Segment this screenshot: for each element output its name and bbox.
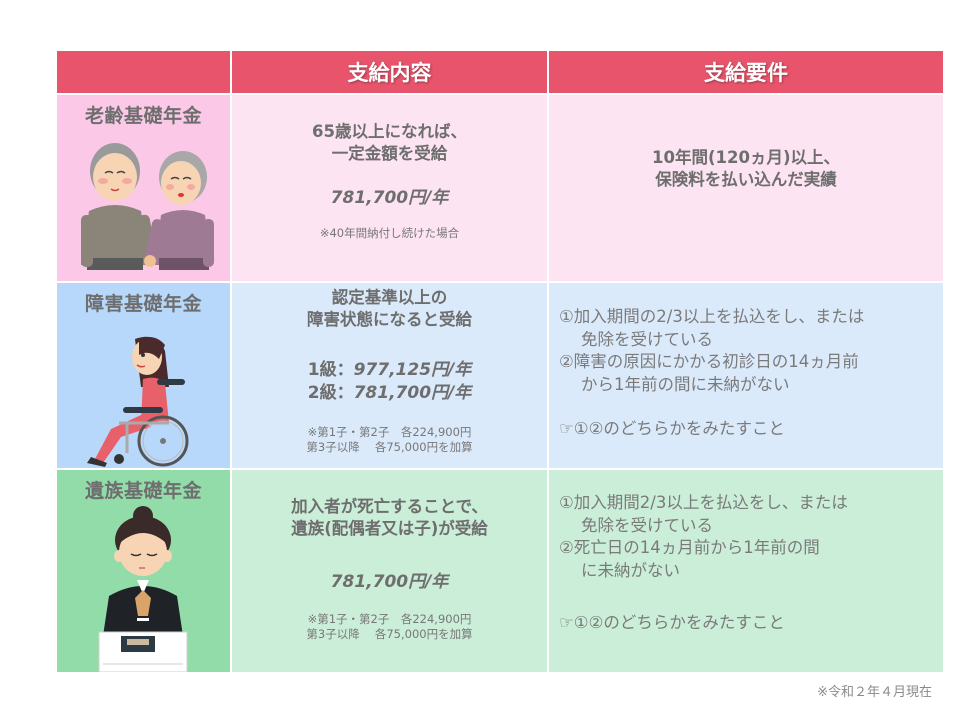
requirement-pointer-note: ☞①②のどちらかをみたすこと: [559, 613, 785, 632]
row-disability-content-cell: 認定基準以上の 障害状態になると受給 1級：977,125円/年 2級：781,…: [232, 283, 547, 468]
content-line: 障害状態になると受給: [307, 310, 472, 329]
row-old-age-content-cell: 65歳以上になれば、 一定金額を受給 781,700円/年 ※40年間納付し続け…: [232, 95, 547, 281]
row-survivors-label-cell: 遺族基礎年金: [57, 470, 230, 672]
elderly-couple-icon: [81, 143, 214, 270]
grade1-amount-row: 1級：977,125円/年: [232, 359, 547, 382]
row-survivors-requirement-cell: ①加入期間2/3以上を払込をし、または 免除を受けている ②死亡日の14ヵ月前か…: [549, 470, 943, 672]
header-empty-cell: [57, 51, 230, 93]
row-label: 障害基礎年金: [84, 293, 202, 315]
grade-label: 2級：: [307, 383, 354, 403]
mourning-woman-icon: [98, 506, 188, 672]
row-disability-requirement-cell: ①加入期間の2/3以上を払込をし、または 免除を受けている ②障害の原因にかかる…: [549, 283, 943, 468]
requirement-item: ①加入期間2/3以上を払込をし、または: [559, 493, 848, 512]
content-note: ※40年間納付し続けた場合: [319, 226, 460, 240]
requirement-item-continued: 免除を受けている: [581, 515, 713, 535]
grade-label: 1級：: [307, 360, 354, 380]
header-benefit-content: 支給内容: [232, 51, 547, 93]
content-note: 第3子以降 各75,000円を加算: [306, 627, 473, 641]
content-line: 加入者が死亡することで、: [291, 497, 488, 516]
requirement-item-continued: に未納がない: [581, 560, 680, 580]
content-note: ※第1子・第2子 各224,900円: [307, 612, 472, 626]
grade2-amount-row: 2級：781,700円/年: [232, 382, 547, 405]
grade-amount: 781,700円/年: [353, 383, 472, 403]
row-label: 老齢基礎年金: [84, 105, 202, 127]
requirement-line: 10年間(120ヵ月)以上、: [652, 148, 840, 167]
content-line: 認定基準以上の: [331, 288, 448, 307]
content-note: ※第1子・第2子 各224,900円: [307, 425, 472, 439]
row-old-age-requirement-cell: 10年間(120ヵ月)以上、 保険料を払い込んだ実績: [549, 95, 943, 281]
benefit-amount: 781,700円/年: [330, 188, 449, 208]
row-old-age-label-cell: 老齢基礎年金: [57, 95, 230, 281]
requirement-item: ①加入期間の2/3以上を払込をし、または: [559, 307, 865, 326]
content-note: 第3子以降 各75,000円を加算: [306, 440, 473, 454]
grade-amount: 977,125円/年: [353, 360, 472, 380]
benefit-amount: 781,700円/年: [330, 572, 449, 592]
requirement-item-continued: 免除を受けている: [581, 329, 713, 349]
content-line: 65歳以上になれば、: [312, 122, 467, 141]
content-line: 一定金額を受給: [331, 144, 448, 163]
requirement-item: ②障害の原因にかかる初診日の14ヵ月前: [559, 352, 859, 371]
row-disability-label-cell: 障害基礎年金: [57, 283, 230, 468]
requirement-line: 保険料を払い込んだ実績: [655, 170, 837, 189]
row-survivors-content-cell: 加入者が死亡することで、 遺族(配偶者又は子)が受給 781,700円/年 ※第…: [232, 470, 547, 672]
as-of-date-footnote: ※令和２年４月現在: [817, 685, 932, 700]
row-label: 遺族基礎年金: [84, 480, 202, 502]
requirement-item-continued: から1年前の間に未納がない: [581, 374, 790, 394]
requirement-pointer-note: ☞①②のどちらかをみたすこと: [559, 419, 785, 438]
header-benefit-requirement: 支給要件: [549, 51, 943, 93]
content-line: 遺族(配偶者又は子)が受給: [291, 519, 488, 538]
wheelchair-user-icon: [87, 336, 189, 467]
requirement-item: ②死亡日の14ヵ月前から1年前の間: [559, 538, 820, 557]
pension-table: 支給内容 支給要件 老齢基礎年金: [57, 51, 943, 672]
